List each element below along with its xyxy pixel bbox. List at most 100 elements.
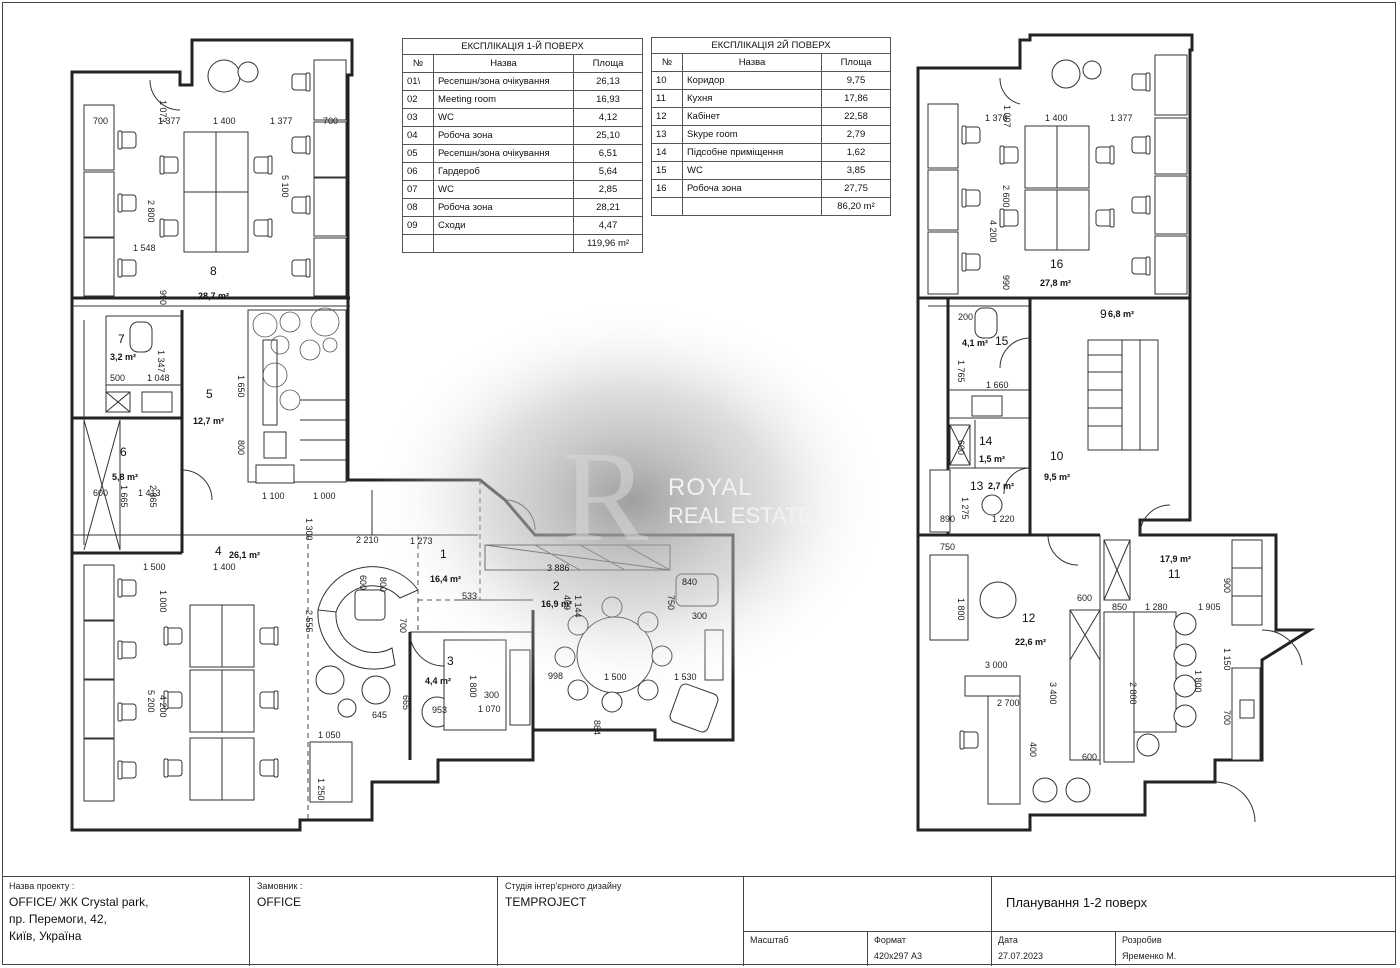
table-cell: 25,10 xyxy=(573,126,643,145)
table-title: ЕКСПЛІКАЦІЯ 2Й ПОВЕРХ xyxy=(651,37,891,53)
table-cell: 16 xyxy=(651,179,683,198)
dimension-label: 400 xyxy=(1028,742,1038,757)
room-number: 7 xyxy=(118,332,125,346)
dimension-label: 700 xyxy=(398,618,408,633)
table-cell: Ресепшн/зона очікування xyxy=(433,144,574,163)
dimension-label: 3 886 xyxy=(547,563,570,573)
dimension-label: 750 xyxy=(940,542,955,552)
table-cell: Підсобне приміщення xyxy=(682,143,822,162)
dimension-label: 1 250 xyxy=(316,778,326,801)
dimension-label: 1 073 xyxy=(158,100,168,123)
date-label: Дата xyxy=(998,935,1018,945)
table-cell: Робоча зона xyxy=(682,179,822,198)
blank-cell xyxy=(744,877,992,932)
total-row: 86,20 m² xyxy=(651,197,891,216)
project-cell: Назва проекту : OFFICE/ ЖК Crystal park,… xyxy=(2,877,250,966)
table-cell: Meeting room xyxy=(433,90,574,109)
plant-area-icon xyxy=(252,307,340,411)
table-cell: 05 xyxy=(402,144,434,163)
room-area: 4,1 m² xyxy=(962,338,988,348)
date-cell: Дата 27.07.2023 xyxy=(992,932,1116,966)
column-header: № xyxy=(402,54,434,73)
client-value: OFFICE xyxy=(257,895,301,909)
dimension-label: 2 865 xyxy=(148,485,158,508)
dimension-label: 1 400 xyxy=(213,562,236,572)
dimension-label: 1 800 xyxy=(956,598,966,621)
table-cell: Ресепшн/зона очікування xyxy=(433,72,574,91)
table-cell: Гардероб xyxy=(433,162,574,181)
dimension-label: 300 xyxy=(484,690,499,700)
dimension-label: 1 765 xyxy=(956,360,966,383)
room-number: 2 xyxy=(553,579,560,593)
studio-cell: Студія інтер'єрного дизайну TEMPROJECT xyxy=(498,877,744,966)
dimension-label: 600 xyxy=(1077,593,1092,603)
table-cell: 02 xyxy=(402,90,434,109)
table-cell: 16,93 xyxy=(573,90,643,109)
author-cell: Розробив Яременко М. xyxy=(1116,932,1396,966)
client-label: Замовник : xyxy=(257,881,303,891)
project-line: пр. Перемоги, 42, xyxy=(9,912,107,926)
dimension-label: 533 xyxy=(462,591,477,601)
table-cell: 10 xyxy=(651,71,683,90)
client-cell: Замовник : OFFICE xyxy=(250,877,498,966)
table-cell: 3,85 xyxy=(821,161,891,180)
table-cell: 2,85 xyxy=(573,180,643,199)
table-cell: 04 xyxy=(402,126,434,145)
room-area: 22,6 m² xyxy=(1015,637,1046,647)
dimension-label: 1 800 xyxy=(1193,670,1203,693)
dimension-label: 700 xyxy=(93,116,108,126)
scale-label: Масштаб xyxy=(750,935,789,945)
dimension-label: 1 548 xyxy=(133,243,156,253)
dimension-label: 5 100 xyxy=(280,175,290,198)
dimension-label: 750 xyxy=(666,595,676,610)
dimension-label: 1 150 xyxy=(1222,648,1232,671)
dimension-label: 2 555 xyxy=(304,610,314,633)
dimension-label: 1 050 xyxy=(318,730,341,740)
table-cell: 13 xyxy=(651,125,683,144)
column-header: Площа xyxy=(573,54,643,73)
watermark: R ROYAL REAL ESTATE xyxy=(370,300,890,700)
room-number: 3 xyxy=(447,654,454,668)
sheet-title: Планування 1-2 поверх xyxy=(992,877,1396,932)
dimension-label: 600 xyxy=(956,440,966,455)
room-number: 8 xyxy=(210,264,217,278)
room-area: 3,2 m² xyxy=(110,352,136,362)
column-header: Назва xyxy=(433,54,574,73)
room-number: 16 xyxy=(1050,257,1064,271)
column-header: Назва xyxy=(682,53,822,72)
dimension-label: 850 xyxy=(1112,602,1127,612)
dimension-label: 1 144 xyxy=(573,595,583,618)
room-number: 13 xyxy=(970,479,984,493)
dimension-label: 200 xyxy=(958,312,973,322)
dimension-label: 1 000 xyxy=(313,491,336,501)
dimension-label: 1 377 xyxy=(1110,113,1133,123)
table-cell: Кабінет xyxy=(682,107,822,126)
dimension-label: 300 xyxy=(692,611,707,621)
room-area: 5,8 m² xyxy=(112,472,138,482)
dimension-label: 1 650 xyxy=(236,375,246,398)
table-cell: Skype room xyxy=(682,125,822,144)
total-cell: 119,96 m² xyxy=(573,234,643,253)
table-cell: 12 xyxy=(651,107,683,126)
room-number: 15 xyxy=(995,334,1009,348)
dimension-label: 1 665 xyxy=(119,485,129,508)
room-area: 12,7 m² xyxy=(193,416,224,426)
dimension-label: 5 200 xyxy=(146,690,156,713)
explication-table-floor-1: ЕКСПЛІКАЦІЯ 1-Й ПОВЕРХ № Назва Площа 01\… xyxy=(402,38,643,253)
room-area: 16,9 m² xyxy=(541,599,572,609)
dimension-label: 3 400 xyxy=(1048,682,1058,705)
dimension-label: 1 500 xyxy=(604,672,627,682)
table-cell: 11 xyxy=(651,89,683,108)
dimension-label: 890 xyxy=(940,514,955,524)
table-cell: 1,62 xyxy=(821,143,891,162)
table-cell: 07 xyxy=(402,180,434,199)
